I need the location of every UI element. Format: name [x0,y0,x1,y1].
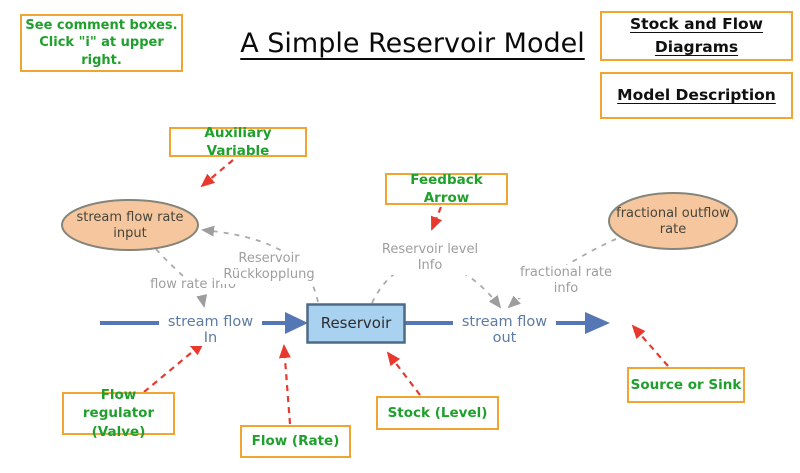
fractional-info-line-2: info [553,281,579,297]
stock-label-reservoir: Reservoir [320,314,392,332]
info-label-reservoir-level-info: Reservoir level Info [378,242,482,275]
inflow-arrowhead-icon [285,312,308,334]
outflow-arrowhead-icon [585,312,610,334]
pointer-arrow-auxiliary-variable [200,159,234,188]
pointer-arrow-stock-level [386,351,421,396]
nav-button-stock-and-flow-diagrams[interactable]: Stock and Flow Diagrams [600,11,793,61]
comment-instructions-box: See comment boxes. Click "i" at upper ri… [20,14,183,72]
converter-label-fractional-outflow-rate: fractional outflow rate [605,206,741,239]
info-label-rueckkopplung: Reservoir Rückkopplung [220,251,318,284]
info-label-fractional-rate-info: fractional rate info [515,265,617,298]
level-info-line-1: Reservoir level [381,242,479,257]
converter-input-line-2: input [113,226,147,242]
converter-ellipse-stream-flow-rate-input [61,199,199,251]
comment-line-1: See comment boxes. [25,17,178,33]
annotation-auxiliary-variable: Auxiliary Variable [169,125,307,159]
inflow-label: stream flow In [159,314,262,346]
info-link-fractional-rate-arrow [507,238,617,309]
converter-ellipse-fractional-outflow-rate [608,192,738,250]
pointer-arrow-feedback-arrow [430,206,443,231]
converter-label-stream-flow-rate-input: stream flow rate input [62,210,198,243]
stock-reservoir-box [306,303,406,344]
nav-button-model-description[interactable]: Model Description [600,72,793,119]
pointer-arrow-flow-rate [278,344,292,425]
flow-regulator-line-1: Flow regulator [82,387,155,422]
rueckkopplung-line-1: Reservoir [238,251,300,266]
annotation-source-or-sink: Source or Sink [627,367,745,403]
comment-line-2: Click "i" at upper right. [39,35,164,68]
annotation-flow-rate: Flow (Rate) [240,425,351,458]
annotation-stock-level: Stock (Level) [376,396,499,430]
info-link-reservoir-level-arrow [371,261,502,309]
annotation-flow-regulator-valve: Flow regulator (Valve) [62,387,175,440]
fractional-info-line-1: fractional rate [519,265,613,280]
info-link-flow-rate-info-arrow [155,248,208,308]
pointer-arrow-flow-regulator [143,341,205,393]
outflow-label: stream flow out [453,314,556,346]
pointer-arrow-source-or-sink [631,324,669,367]
level-info-line-2: Info [417,258,443,274]
converter-outflow-line-2: rate [659,222,687,238]
converter-outflow-line-1: fractional outflow [616,206,730,221]
converter-input-line-1: stream flow rate [76,210,184,225]
annotation-feedback-arrow: Feedback Arrow [385,172,508,206]
flow-regulator-line-2: (Valve) [91,423,146,440]
rueckkopplung-line-2: Rückkopplung [223,267,315,283]
page-title: A Simple Reservoir Model [240,28,585,59]
